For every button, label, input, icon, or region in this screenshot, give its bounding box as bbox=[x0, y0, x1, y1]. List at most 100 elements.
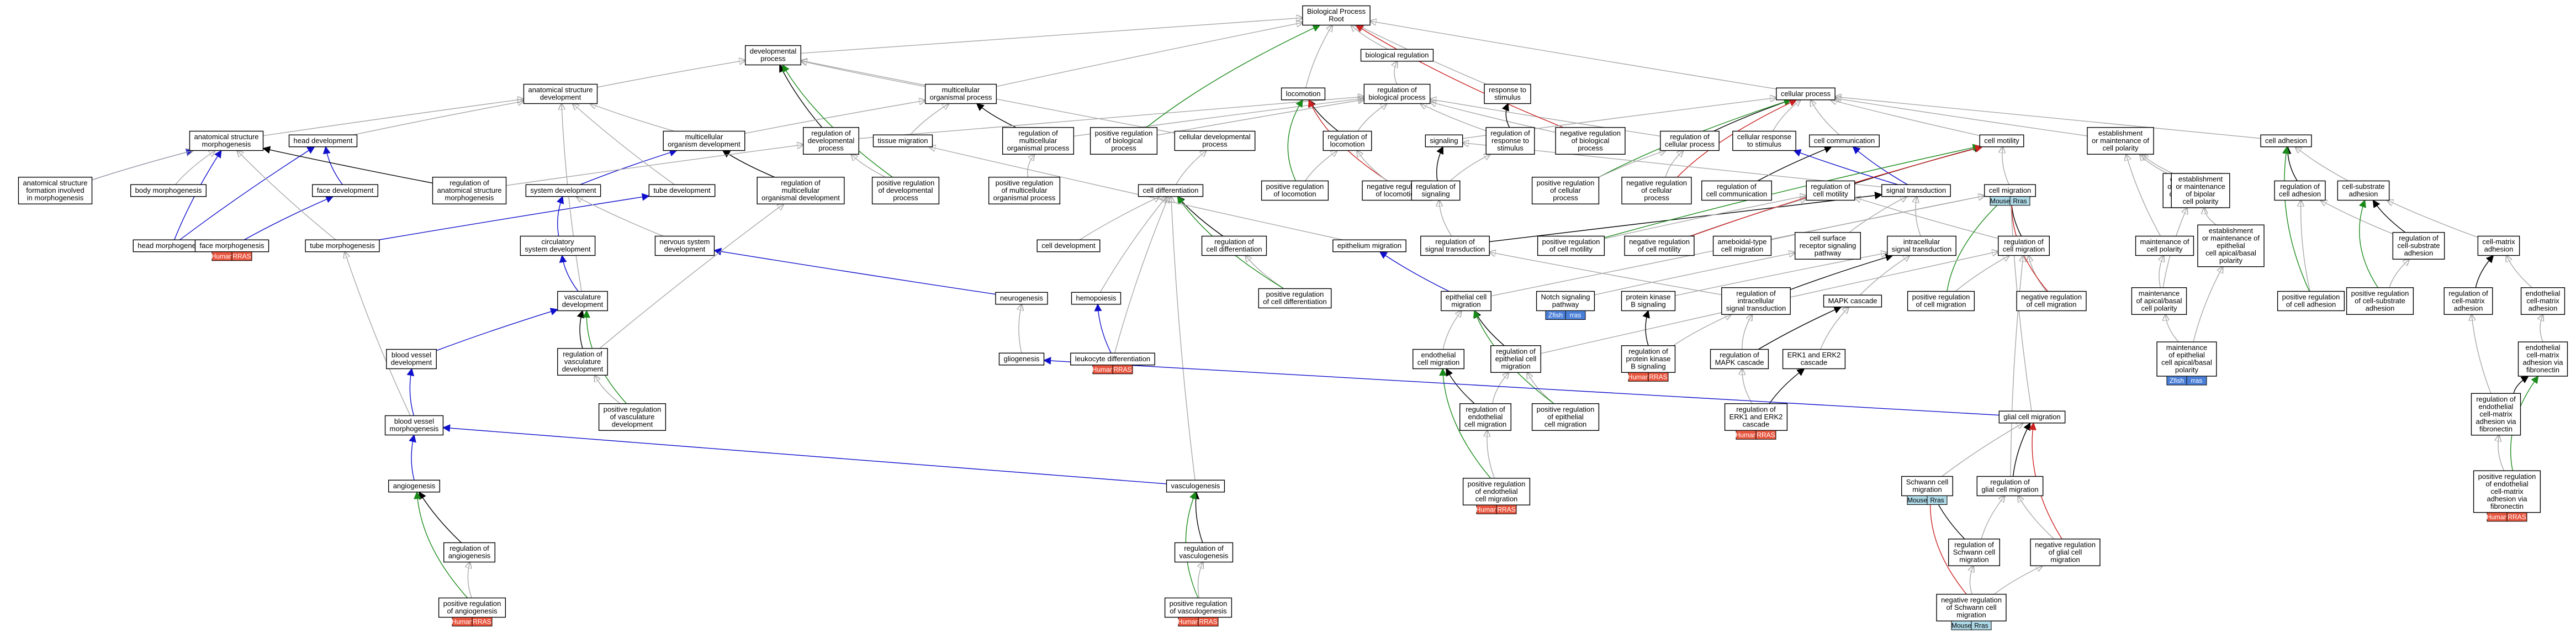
go-term-node-tubemorph[interactable]: tube morphogenesis bbox=[305, 239, 380, 252]
go-term-node-locomotion[interactable]: locomotion bbox=[1281, 87, 1326, 101]
go-term-node-sigtrans[interactable]: signal transduction bbox=[1881, 184, 1951, 197]
go-term-node-vasculo[interactable]: vasculogenesis bbox=[1166, 479, 1225, 493]
go-term-node-sysdev[interactable]: system development bbox=[525, 184, 601, 197]
go-term-node-glialmig[interactable]: glial cell migration bbox=[1998, 410, 2066, 424]
go-term-node-bodymorph[interactable]: body morphogenesis bbox=[130, 184, 207, 197]
go-term-node-signaling[interactable]: signaling bbox=[1425, 134, 1463, 147]
go-term-node-cellcomm[interactable]: cell communication bbox=[1809, 134, 1880, 147]
go-term-node-facemorph[interactable]: face morphogenesis bbox=[194, 239, 269, 252]
go-term-node-cellproc[interactable]: cellular process bbox=[1776, 87, 1836, 101]
go-term-node-headdev[interactable]: head development bbox=[288, 134, 358, 147]
go-term-node-gliogenesis[interactable]: gliogenesis bbox=[998, 352, 1045, 366]
go-term-node-celladh[interactable]: cell adhesion bbox=[2260, 134, 2312, 147]
go-term-node-biolreg[interactable]: biological regulation bbox=[1360, 49, 1434, 62]
go-term-node-headmorph[interactable]: head morphogenesis bbox=[133, 239, 210, 252]
go-term-node-angio[interactable]: angiogenesis bbox=[388, 479, 441, 493]
go-term-node-celldevt[interactable]: cell development bbox=[1036, 239, 1101, 252]
go-term-node-cellmotil[interactable]: cell motility bbox=[1979, 134, 2024, 147]
go-term-node-cellmig[interactable]: cell migration bbox=[1984, 184, 2036, 197]
go-term-node-epimig[interactable]: epithelium migration bbox=[1332, 239, 1406, 252]
go-term-node-tissuemig[interactable]: tissue migration bbox=[872, 134, 933, 147]
go-term-node-mapk[interactable]: MAPK cascade bbox=[1823, 294, 1882, 308]
go-term-node-facedev[interactable]: face development bbox=[311, 184, 379, 197]
go-term-node-celldiff[interactable]: cell differentiation bbox=[1138, 184, 1204, 197]
go-term-node-hemopoiesis[interactable]: hemopoiesis bbox=[1071, 292, 1122, 305]
go-term-node-tubedev[interactable]: tube development bbox=[648, 184, 716, 197]
